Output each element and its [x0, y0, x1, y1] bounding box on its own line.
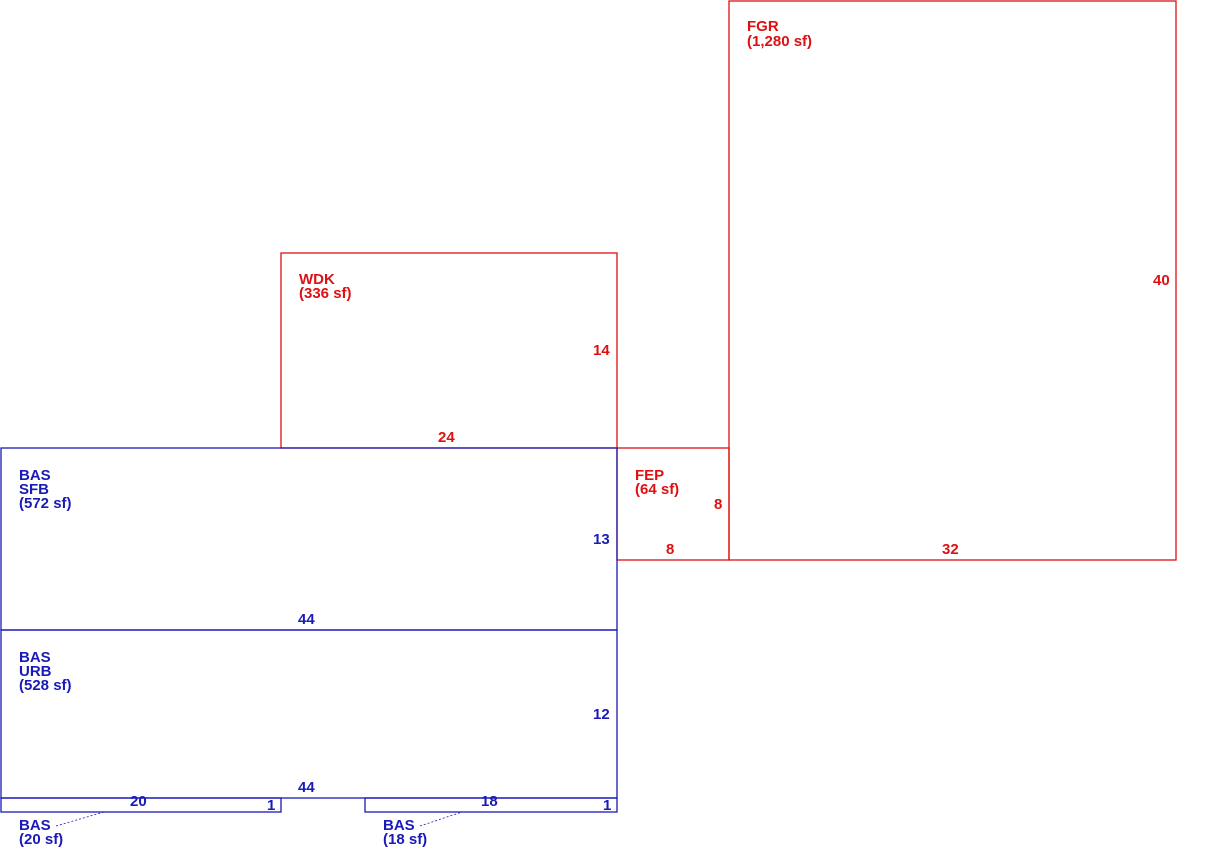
bas-sfb-dim-side: 13 — [593, 531, 610, 548]
bas-sfb-sub: SFB — [19, 481, 49, 498]
fep-dim-side: 8 — [714, 496, 722, 513]
bas-18-outline — [364, 797, 618, 813]
area-fep: FEP (64 sf) 8 8 — [616, 447, 730, 561]
fep-area: (64 sf) — [635, 481, 679, 498]
wdk-dim-side: 14 — [593, 342, 610, 359]
bas-20-outline — [0, 797, 282, 813]
bas-18-dim-top: 18 — [481, 793, 498, 810]
fep-code: FEP — [635, 467, 664, 484]
bas-sfb-code: BAS — [19, 467, 51, 484]
bas-18-code: BAS — [383, 817, 415, 834]
bas-18-area: (18 sf) — [383, 831, 427, 848]
area-wdk: WDK (336 sf) 14 24 — [280, 252, 618, 449]
fgr-outline — [728, 0, 1177, 561]
area-fgr: FGR (1,280 sf) 40 32 — [728, 0, 1177, 561]
bas-20-dim-top: 20 — [130, 793, 147, 810]
bas-20-area: (20 sf) — [19, 831, 63, 848]
bas-20-dim-side: 1 — [267, 797, 275, 814]
wdk-area: (336 sf) — [299, 285, 352, 302]
bas-urb-dim-bottom: 44 — [298, 779, 315, 796]
bas-20-leader-line — [55, 811, 105, 827]
bas-18-dim-side: 1 — [603, 797, 611, 814]
area-bas-18: 18 1 BAS (18 sf) — [364, 793, 618, 848]
bas-sfb-area: (572 sf) — [19, 495, 72, 512]
bas-sfb-outline — [0, 447, 618, 631]
area-bas-20: 20 1 BAS (20 sf) — [0, 793, 282, 848]
fgr-dim-bottom: 32 — [942, 541, 959, 558]
fgr-area: (1,280 sf) — [747, 33, 812, 50]
bas-20-code: BAS — [19, 817, 51, 834]
bas-18-leader-line — [419, 811, 463, 827]
bas-urb-code: BAS — [19, 649, 51, 666]
bas-urb-dim-side: 12 — [593, 706, 610, 723]
bas-urb-outline — [0, 629, 618, 799]
fep-dim-bottom: 8 — [666, 541, 674, 558]
wdk-dim-bottom: 24 — [438, 429, 455, 446]
bas-sfb-dim-bottom: 44 — [298, 611, 315, 628]
wdk-code: WDK — [299, 271, 335, 288]
bas-urb-area: (528 sf) — [19, 677, 72, 694]
area-bas-urb: BAS URB (528 sf) 12 44 — [0, 629, 618, 799]
fgr-dim-side: 40 — [1153, 272, 1170, 289]
fgr-code: FGR — [747, 18, 779, 35]
bas-urb-sub: URB — [19, 663, 52, 680]
area-bas-sfb: BAS SFB (572 sf) 13 44 — [0, 447, 618, 631]
